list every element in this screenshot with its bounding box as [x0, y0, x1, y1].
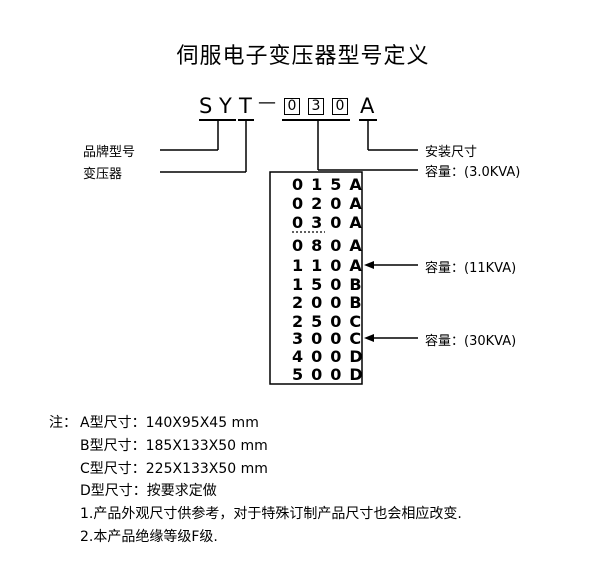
capacity-item: 020A: [292, 194, 370, 213]
code-separator: —: [258, 92, 276, 113]
capacity-item: 150B: [292, 275, 370, 294]
capacity-item: 400D: [292, 347, 371, 366]
capacity-item: 030A: [292, 213, 370, 232]
capacity-item: 015A: [292, 175, 370, 194]
label-capacity-main: 容量：(3.0KVA): [425, 165, 521, 180]
note-line: B型尺寸：185X133X50 mm: [80, 438, 268, 454]
label-transformer: 变压器: [83, 167, 123, 182]
capacity-item: 500D: [292, 365, 371, 384]
label-capacity-30kva: 容量：(30KVA): [425, 334, 517, 349]
code-digit-box-3: 0: [332, 98, 348, 115]
capacity-item: 080A: [292, 236, 370, 255]
page-title: 伺服电子变压器型号定义: [176, 44, 430, 69]
code-letter-t: T: [239, 94, 252, 118]
code-suffix: A: [360, 94, 375, 118]
code-digit-box-2: 3: [308, 98, 324, 115]
note-line: 2.本产品绝缘等级F级.: [80, 529, 218, 545]
note-line: C型尺寸：225X133X50 mm: [80, 461, 268, 477]
code-letter-y: Y: [219, 94, 232, 118]
code-digit-box-1: 0: [284, 98, 300, 115]
notes-prefix: 注：: [49, 415, 77, 431]
note-line: 1.产品外观尺寸供参考，对于特殊订制产品尺寸也会相应改变.: [80, 506, 462, 522]
note-line: D型尺寸：按要求定做: [80, 483, 217, 499]
capacity-item: 200B: [292, 293, 370, 312]
label-capacity-11kva: 容量：(11KVA): [425, 261, 517, 276]
capacity-item: 110A: [292, 256, 370, 275]
note-line: A型尺寸：140X95X45 mm: [80, 415, 259, 431]
capacity-item: 300C: [292, 329, 370, 348]
capacity-item: 250C: [292, 312, 370, 331]
code-letter-s: S: [199, 94, 213, 118]
label-brand-model: 品牌型号: [83, 145, 136, 160]
label-install-size: 安装尺寸: [425, 145, 478, 160]
